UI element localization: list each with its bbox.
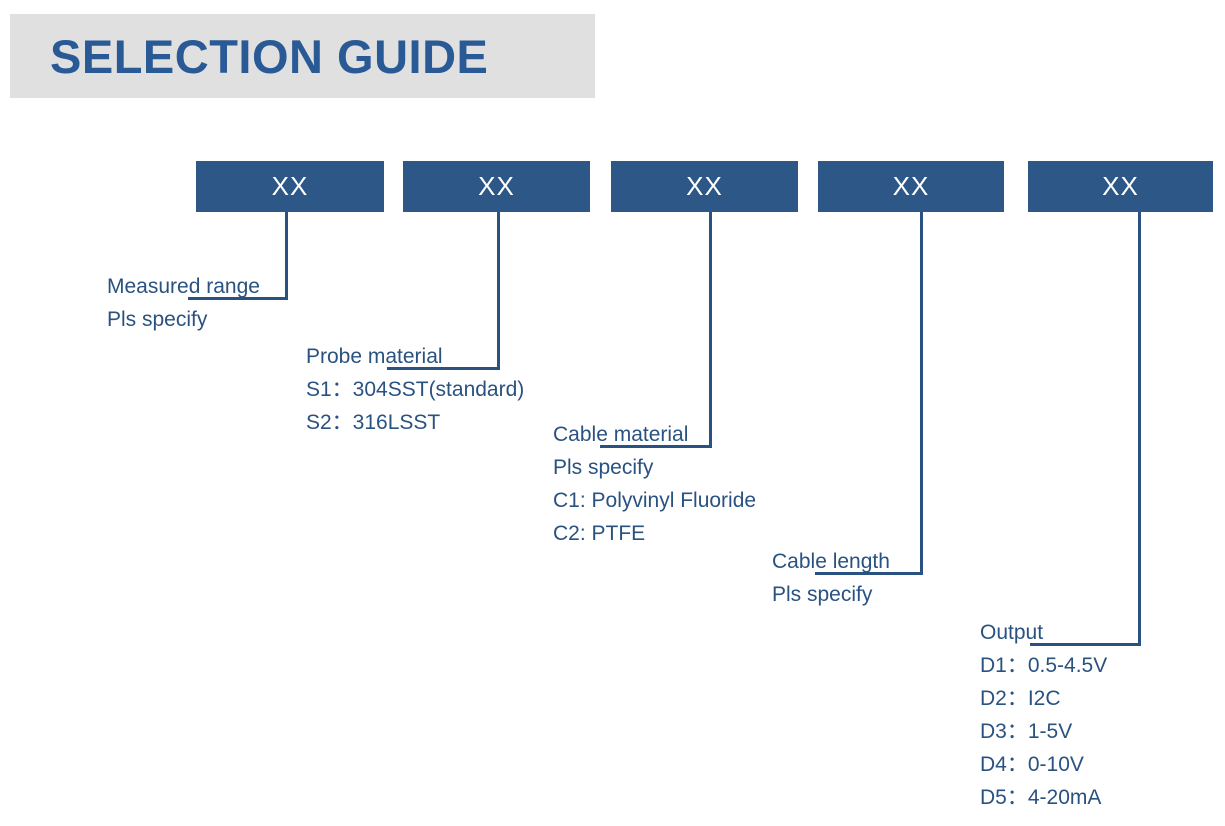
group-option-cable-length-0: Pls specify (772, 583, 873, 606)
code-box-cable-length[interactable]: XX (818, 161, 1004, 212)
connector-vertical-probe-material (497, 212, 500, 370)
group-option-cable-material-2: C2: PTFE (553, 522, 646, 545)
label-group-cable-material: Cable material Pls specify C1: Polyvinyl… (553, 418, 756, 550)
group-option-output-2: D3：1-5V (980, 720, 1073, 743)
connector-horizontal-cable-length (815, 572, 923, 575)
group-title-measured-range: Measured range (107, 275, 260, 298)
connector-horizontal-output (1030, 643, 1141, 646)
group-option-cable-material-0: Pls specify (553, 456, 654, 479)
connector-vertical-cable-material (709, 212, 712, 448)
connector-vertical-measured-range (285, 212, 288, 300)
header-band (10, 14, 595, 98)
label-group-output: Output D1：0.5-4.5V D2：I2C D3：1-5V D4：0-1… (980, 616, 1107, 814)
page-title: SELECTION GUIDE (50, 30, 489, 83)
group-title-cable-material: Cable material (553, 423, 689, 446)
group-title-cable-length: Cable length (772, 550, 890, 573)
group-option-probe-material-1: S2：316LSST (306, 411, 441, 434)
connector-vertical-output (1138, 212, 1141, 646)
group-option-output-4: D5：4-20mA (980, 786, 1102, 809)
label-group-measured-range: Measured range Pls specify (107, 270, 260, 336)
connector-vertical-cable-length (920, 212, 923, 575)
group-title-output: Output (980, 621, 1044, 644)
group-option-output-0: D1：0.5-4.5V (980, 654, 1108, 677)
connector-horizontal-probe-material (387, 367, 500, 370)
connector-horizontal-measured-range (188, 297, 288, 300)
code-box-probe-material[interactable]: XX (403, 161, 590, 212)
label-group-probe-material: Probe material S1：304SST(standard) S2：31… (306, 340, 524, 439)
code-box-measured-range[interactable]: XX (196, 161, 384, 212)
connector-horizontal-cable-material (600, 445, 712, 448)
group-title-probe-material: Probe material (306, 345, 443, 368)
group-option-output-3: D4：0-10V (980, 753, 1084, 776)
group-option-cable-material-1: C1: Polyvinyl Fluoride (553, 489, 757, 512)
group-option-measured-range-0: Pls specify (107, 308, 208, 331)
code-box-cable-material[interactable]: XX (611, 161, 798, 212)
group-option-probe-material-0: S1：304SST(standard) (306, 378, 525, 401)
label-group-cable-length: Cable length Pls specify (772, 545, 890, 611)
code-box-output[interactable]: XX (1028, 161, 1213, 212)
group-option-output-1: D2：I2C (980, 687, 1061, 710)
